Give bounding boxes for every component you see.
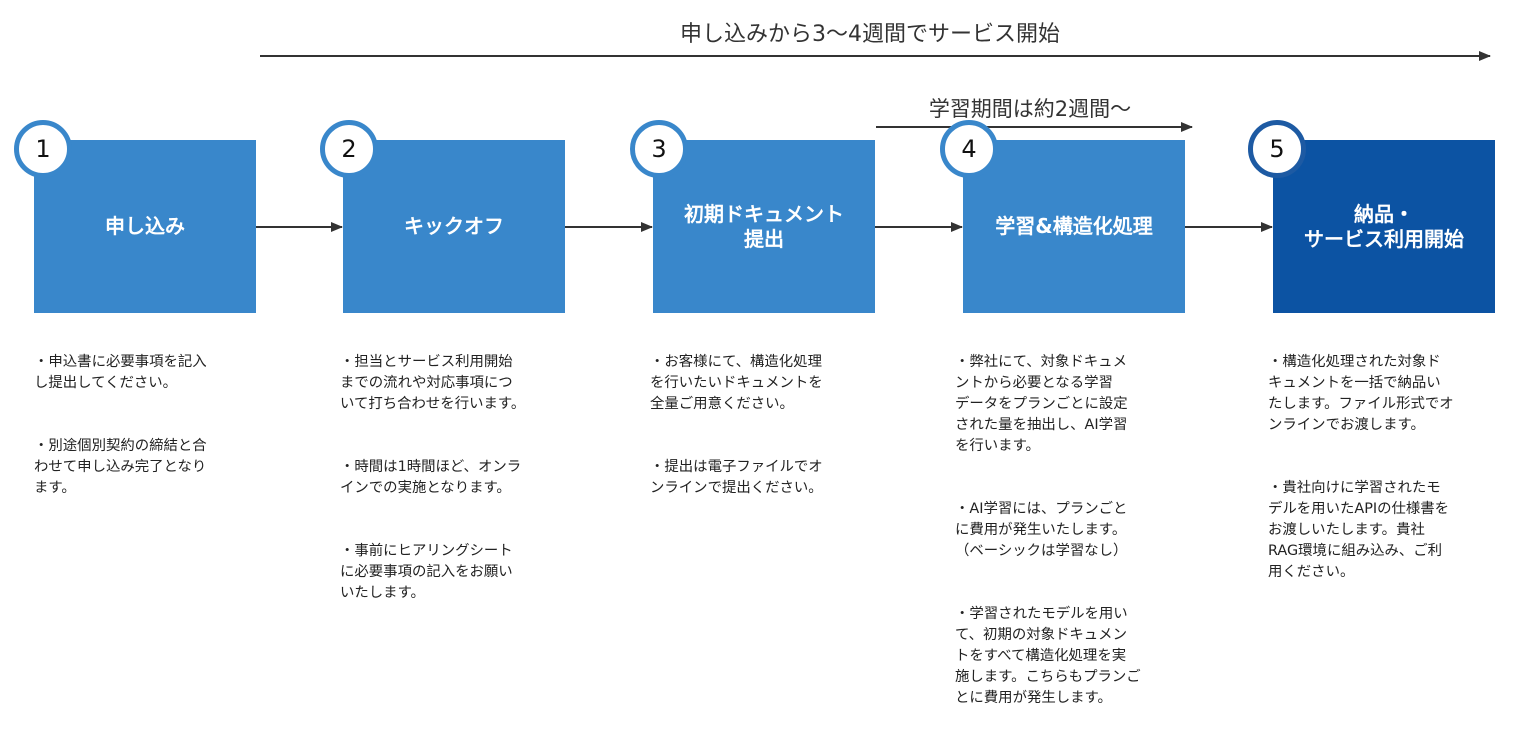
step-3-number-badge: 3 <box>630 120 688 178</box>
step-4-desc-1: ・弊社にて、対象ドキュメ ントから必要となる学習 データをプランごとに設定 され… <box>955 354 1128 454</box>
step-2-description: ・担当とサービス利用開始 までの流れや対応事項につ いて打ち合わせを行います。 … <box>340 331 576 646</box>
step-3-title: 初期ドキュメント 提出 <box>684 201 844 251</box>
step-3-box: 初期ドキュメント 提出 <box>653 140 875 313</box>
step-2-desc-3: ・事前にヒアリングシート に必要事項の記入をお願い いたします。 <box>340 543 513 601</box>
connector-arrows <box>256 51 1491 232</box>
step-5-box: 納品・ サービス利用開始 <box>1273 140 1495 313</box>
step-3-description: ・お客様にて、構造化処理 を行いたいドキュメントを 全量ご用意ください。 ・提出… <box>650 331 886 541</box>
step-1-desc-1: ・申込書に必要事項を記入 し提出してください。 <box>34 354 207 391</box>
step-4-desc-2: ・AI学習には、プランごと に費用が発生いたします。 （ベーシックは学習なし） <box>955 501 1128 559</box>
step-5-number-badge: 5 <box>1248 120 1306 178</box>
step-4-box: 学習&構造化処理 <box>963 140 1185 313</box>
step-2-box: キックオフ <box>343 140 565 313</box>
step-5-desc-2: ・貴社向けに学習されたモ デルを用いたAPIの仕様書を お渡しいたします。貴社 … <box>1268 480 1450 580</box>
step-1-title: 申し込み <box>105 214 185 238</box>
step-1-number-badge: 1 <box>14 120 72 178</box>
step-5-title: 納品・ サービス利用開始 <box>1304 201 1464 251</box>
step-4-description: ・弊社にて、対象ドキュメ ントから必要となる学習 データをプランごとに設定 され… <box>955 331 1191 751</box>
step-1-box: 申し込み <box>34 140 256 313</box>
step-4-number-badge: 4 <box>940 120 998 178</box>
overall-duration-label: 申し込みから3〜4週間でサービス開始 <box>680 22 1060 47</box>
step-4-desc-3: ・学習されたモデルを用い て、初期の対象ドキュメン トをすべて構造化処理を実 施… <box>955 606 1141 706</box>
step-5-description: ・構造化処理された対象ド キュメントを一括で納品い たします。ファイル形式でオ … <box>1268 331 1504 625</box>
step-3-desc-1: ・お客様にて、構造化処理 を行いたいドキュメントを 全量ご用意ください。 <box>650 354 823 412</box>
learning-duration-label: 学習期間は約2週間〜 <box>928 97 1132 121</box>
step-2-title: キックオフ <box>404 214 504 238</box>
step-1-desc-2: ・別途個別契約の締結と合 わせて申し込み完了となり ます。 <box>34 438 207 496</box>
step-2-desc-2: ・時間は1時間ほど、オンラ インでの実施となります。 <box>340 459 522 496</box>
step-1-description: ・申込書に必要事項を記入 し提出してください。 ・別途個別契約の締結と合 わせて… <box>34 331 270 541</box>
step-5-desc-1: ・構造化処理された対象ド キュメントを一括で納品い たします。ファイル形式でオ … <box>1268 354 1454 433</box>
step-4-title: 学習&構造化処理 <box>995 214 1153 238</box>
step-2-number-badge: 2 <box>320 120 378 178</box>
step-3-desc-2: ・提出は電子ファイルでオ ンラインで提出ください。 <box>650 459 823 496</box>
step-2-desc-1: ・担当とサービス利用開始 までの流れや対応事項につ いて打ち合わせを行います。 <box>340 354 526 412</box>
